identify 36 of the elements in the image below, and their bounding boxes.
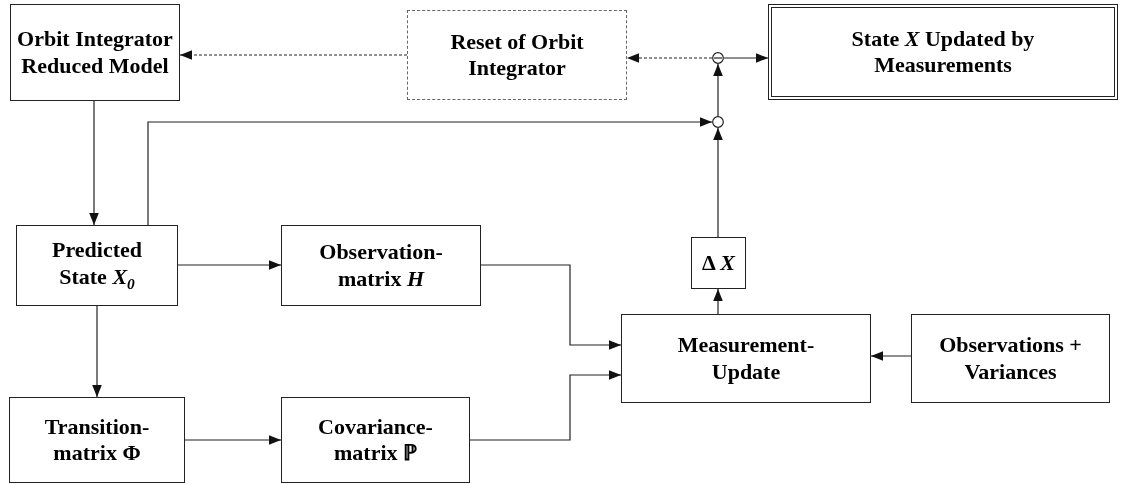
arrow — [147, 117, 713, 226]
process-box — [281, 397, 470, 483]
box-label: Δ X — [701, 249, 737, 277]
summing-junction — [712, 116, 724, 128]
box-label: Covariance- matrix ℙ — [317, 413, 434, 467]
dashed-process-box — [407, 10, 627, 100]
arrow — [177, 260, 282, 270]
arrow — [469, 370, 622, 441]
arrow — [713, 127, 723, 238]
box-label: Measurement- Update — [676, 332, 816, 385]
process-box — [281, 225, 481, 306]
box-label: Observation- matrix H — [318, 239, 444, 292]
box-label: Predicted State X$_{0}$ — [51, 237, 143, 294]
arrow — [713, 63, 723, 117]
arrow — [92, 305, 102, 398]
box-label: Orbit Integrator Reduced Model — [16, 26, 174, 79]
arrow — [179, 50, 408, 60]
box-label: State X Updated by Measurements — [850, 25, 1036, 79]
box-label: Transition- matrix Φ — [43, 413, 151, 467]
arrow — [723, 53, 769, 63]
process-box — [691, 237, 746, 289]
arrow — [870, 351, 912, 361]
arrow — [89, 100, 99, 226]
process-box — [10, 4, 180, 101]
process-box — [621, 314, 871, 403]
box-label: Observations + Variances — [938, 332, 1083, 385]
arrow — [626, 53, 713, 63]
summing-junction — [712, 52, 724, 64]
arrow — [480, 264, 622, 350]
process-box — [16, 225, 178, 306]
output-box — [768, 4, 1118, 100]
arrow — [713, 288, 723, 315]
process-box — [911, 314, 1110, 403]
arrow — [184, 435, 282, 445]
process-box — [9, 397, 185, 483]
box-label: Reset of Orbit Integrator — [449, 28, 585, 82]
